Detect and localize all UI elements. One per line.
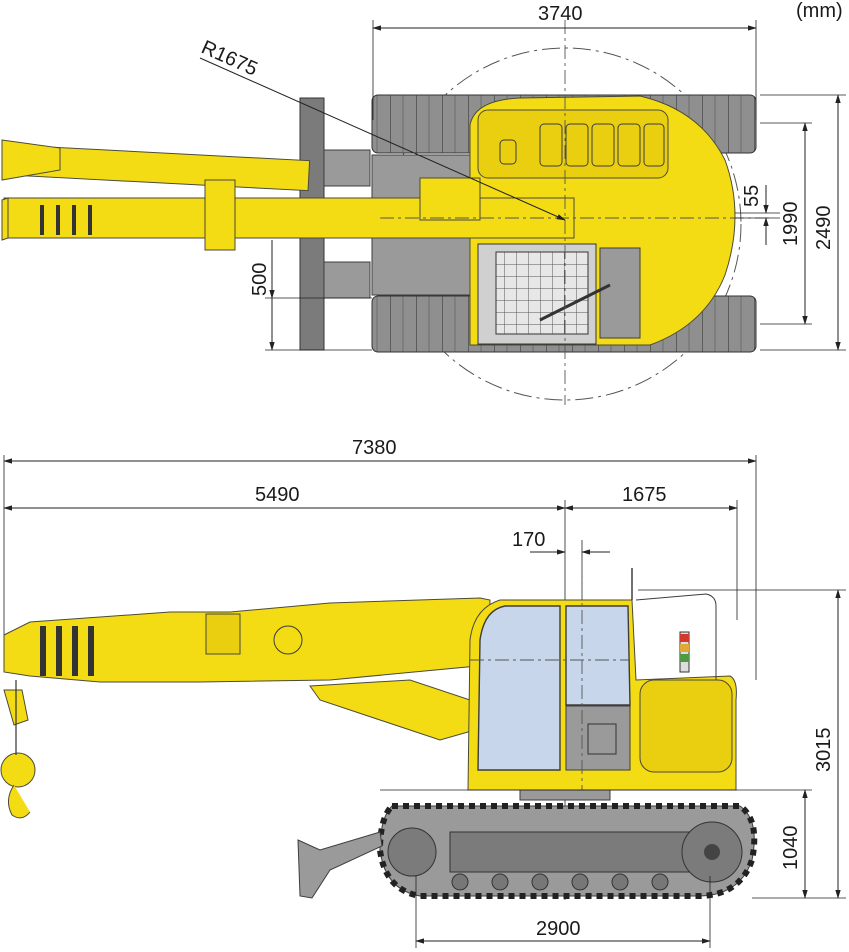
blade-arm-upper	[323, 149, 371, 187]
track-frame	[449, 831, 691, 873]
dim-front-to-center: 5490	[255, 484, 300, 506]
luffing-cylinder	[309, 679, 476, 741]
dim-overall-height: 3015	[813, 728, 835, 773]
dim-track-gauge: 1990	[780, 202, 802, 247]
unit-label: (mm)	[796, 0, 843, 22]
engine-hood	[477, 109, 669, 179]
top-view: 3740 R1675 55 1990 2490 500	[1, 3, 846, 405]
dim-offset-170: 170	[512, 529, 545, 551]
dim-tail-radius: R1675	[198, 36, 261, 80]
cabin-door-panel	[565, 705, 631, 771]
blade-side	[297, 831, 383, 899]
dim-overall-length: 7380	[352, 437, 397, 459]
dim-tumbler-distance: 2900	[536, 918, 581, 940]
side-view: 7380 5490 1675 170	[0, 437, 846, 948]
dim-overall-width: 3740	[538, 3, 583, 25]
dim-blade: 500	[249, 263, 271, 296]
dim-track-height: 1040	[780, 826, 802, 871]
blade-arm-lower	[323, 261, 371, 299]
engine-cover-side	[639, 679, 733, 773]
cabin-side-glass	[565, 605, 631, 706]
side-panel	[599, 247, 641, 339]
dim-overall-track-width: 2490	[813, 206, 835, 251]
dim-offset-55: 55	[741, 185, 763, 207]
radius-leader	[199, 57, 566, 221]
cabin-front-glass	[477, 605, 561, 771]
idler-wheel	[387, 827, 437, 877]
cabin-guard-grid	[495, 251, 589, 335]
dim-center-to-rear: 1675	[622, 484, 667, 506]
